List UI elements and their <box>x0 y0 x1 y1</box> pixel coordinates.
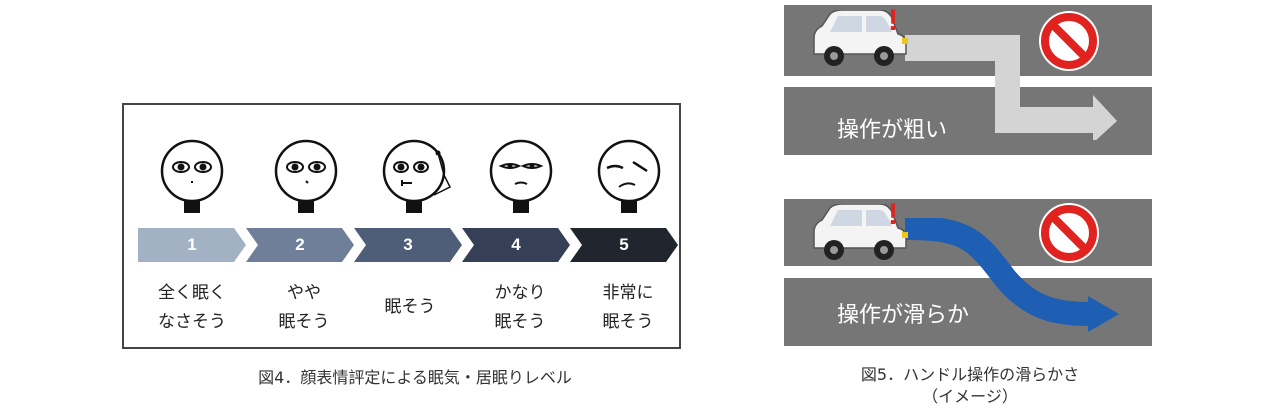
level-2-label-line2: 眠そう <box>278 312 330 332</box>
level-1-number: 1 <box>187 235 197 254</box>
level-2-chevron-shape <box>246 228 354 262</box>
warning-exclamation-bottom: ! <box>888 198 898 231</box>
car-icon <box>813 10 908 66</box>
level-3-chevron: 3 <box>354 228 462 262</box>
level-5-label-line1: 非常に <box>602 283 654 303</box>
figure5-caption-line2: （イメージ） <box>922 387 1018 406</box>
level-3-number: 3 <box>403 235 413 254</box>
no-entry-sign-icon-bottom <box>1039 203 1099 263</box>
rough-operation-label: 操作が粗い <box>837 118 948 143</box>
figure4-caption: 図4．顔表情評定による眠気・居眠りレベル <box>258 368 572 387</box>
level-5-label: 非常に 眠そう <box>576 279 680 337</box>
smooth-operation-label: 操作が滑らか <box>837 303 970 328</box>
level-1-chevron: 1 <box>138 228 246 262</box>
level-5-chevron: 5 <box>570 228 678 262</box>
face-level-1-icon <box>160 139 224 213</box>
face-level-3-icon <box>382 139 452 213</box>
level-4-label: かなり 眠そう <box>468 279 572 337</box>
level-4-chevron: 4 <box>462 228 570 262</box>
rough-steering-arrow-icon <box>905 35 1117 140</box>
level-3-label: 眠そう <box>358 293 462 322</box>
level-1-chevron-shape <box>138 228 246 262</box>
level-5-chevron-shape <box>570 228 678 262</box>
level-2-label: やや 眠そう <box>252 279 356 337</box>
level-3-label-line1: 眠そう <box>384 297 436 317</box>
warning-exclamation-top: ! <box>888 4 898 37</box>
face-level-4-icon <box>489 139 553 213</box>
level-1-label: 全く眠く なさそう <box>140 279 244 337</box>
level-3-chevron-shape <box>354 228 462 262</box>
smooth-steering-arrow-icon <box>905 218 1119 332</box>
car-icon-bottom <box>813 204 908 260</box>
level-2-chevron: 2 <box>246 228 354 262</box>
level-5-label-line2: 眠そう <box>602 312 654 332</box>
level-5-number: 5 <box>619 235 629 254</box>
figure5-caption: 図5．ハンドル操作の滑らかさ （イメージ） <box>790 364 1150 408</box>
figure5-caption-line1: 図5．ハンドル操作の滑らかさ <box>860 365 1080 384</box>
level-4-label-line1: かなり <box>494 283 546 303</box>
face-level-2-icon <box>274 139 338 213</box>
level-4-number: 4 <box>511 235 521 254</box>
level-2-number: 2 <box>295 235 305 254</box>
face-level-5-icon <box>597 139 661 213</box>
level-2-label-line1: やや <box>287 283 321 303</box>
level-1-label-line2: なさそう <box>158 312 226 332</box>
no-entry-sign-icon <box>1039 11 1099 71</box>
level-4-chevron-shape <box>462 228 570 262</box>
figure4-frame: 1 2 3 4 5 全く眠く なさそう やや 眠そう 眠そう かなり 眠 <box>122 103 681 349</box>
level-4-label-line2: 眠そう <box>494 312 546 332</box>
level-1-label-line1: 全く眠く <box>158 283 226 303</box>
